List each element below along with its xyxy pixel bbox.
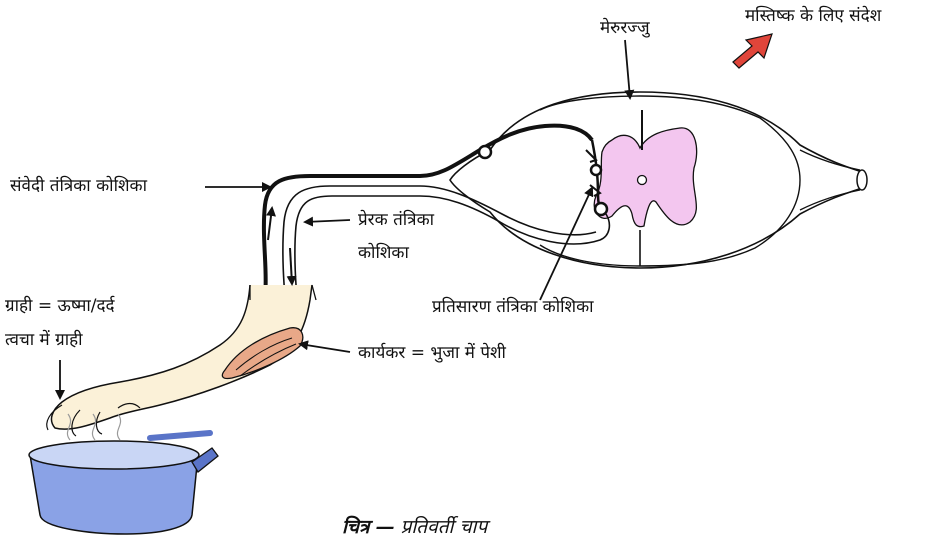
spinal-cord-section bbox=[449, 91, 868, 269]
relay-neuron bbox=[585, 139, 609, 217]
effector-label: कार्यकर = भुजा में पेशी bbox=[358, 343, 506, 363]
direction-arrows bbox=[266, 206, 297, 286]
caption-dash: — bbox=[375, 516, 395, 538]
spinal-cord-label: मेरुरज्जु bbox=[600, 18, 650, 38]
caption-title: प्रतिवर्ती चाप bbox=[400, 516, 488, 538]
caption-prefix: चित्र bbox=[342, 516, 370, 538]
receptor-label-line1: ग्राही = ऊष्मा/दर्द bbox=[5, 296, 115, 316]
saucepan bbox=[28, 413, 219, 535]
relay-neuron-label: प्रतिसारण तंत्रिका कोशिका bbox=[432, 297, 594, 317]
brain-arrow-icon bbox=[732, 33, 773, 69]
motor-neuron-label-line2: कोशिका bbox=[358, 243, 409, 263]
sensory-neuron-label: संवेदी तंत्रिका कोशिका bbox=[10, 176, 147, 196]
receptor-label-line2: त्वचा में ग्राही bbox=[5, 330, 83, 350]
figure-caption: चित्र — प्रतिवर्ती चाप bbox=[342, 513, 487, 539]
label-pointers bbox=[55, 39, 635, 400]
brain-message-label: मस्तिष्क के लिए संदेश bbox=[745, 6, 882, 26]
motor-neuron-label-line1: प्रेरक तंत्रिका bbox=[358, 210, 435, 230]
